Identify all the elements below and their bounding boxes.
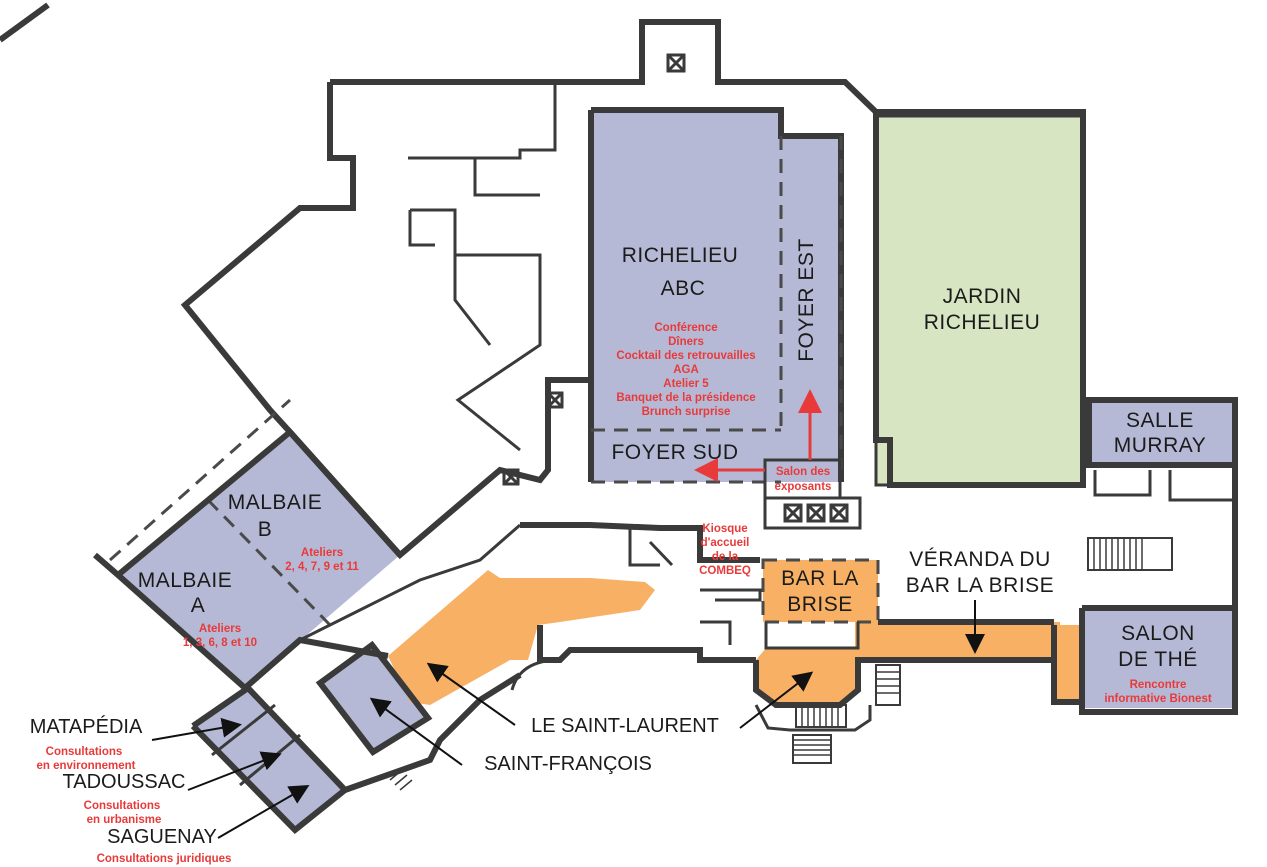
malbaie-divider bbox=[206, 498, 332, 627]
salle-murray-label-1: SALLE bbox=[1126, 409, 1194, 432]
arrow-tadoussac bbox=[187, 751, 282, 791]
curved-stair bbox=[510, 658, 561, 691]
jardin-richelieu-room[interactable] bbox=[874, 114, 1085, 487]
foyer-sud-label: FOYER SUD bbox=[611, 441, 738, 464]
service-wall2 bbox=[700, 620, 732, 645]
kiosque-line bbox=[648, 540, 674, 567]
activity-item: Brunch surprise bbox=[642, 406, 731, 418]
arrow-bar-la-brise bbox=[739, 671, 814, 729]
richelieu-label-2: ABC bbox=[661, 277, 706, 300]
malbaie-a-label-2: A bbox=[191, 594, 206, 617]
salon-de-the-room[interactable] bbox=[1082, 608, 1232, 708]
bar-la-brise-label-2: BRISE bbox=[787, 593, 853, 616]
salon-the-activity-2: informative Bionest bbox=[1104, 693, 1212, 705]
jardin-label-2: RICHELIEU bbox=[924, 311, 1041, 334]
richelieu-label-1: RICHELIEU bbox=[622, 244, 739, 267]
murray-wall bbox=[1086, 403, 1232, 468]
jardin-label-1: JARDIN bbox=[943, 285, 1022, 308]
bar-la-brise-label-1: BAR LA bbox=[781, 567, 859, 590]
malbaie-a-activity-1: Ateliers bbox=[199, 623, 241, 635]
tadoussac-activity-2: en urbanisme bbox=[87, 814, 162, 826]
malbaie-b-label-1: MALBAIE bbox=[228, 491, 323, 514]
saint-francois-label: SAINT-FRANÇOIS bbox=[484, 753, 652, 775]
salon-exposants-label-2: exposants bbox=[775, 481, 832, 493]
inner-wall-5 bbox=[453, 255, 492, 346]
arrow-saguenay bbox=[217, 784, 310, 839]
saint-laurent-label: LE SAINT-LAURENT bbox=[531, 715, 719, 737]
le-saint-laurent-room[interactable] bbox=[388, 570, 655, 705]
lower-div-1 bbox=[211, 703, 276, 757]
arrow-saint-francois bbox=[369, 697, 463, 766]
tadoussac-activity-1: Consultations bbox=[84, 800, 161, 812]
matapedia-label: MATAPÉDIA bbox=[30, 715, 143, 738]
bar-la-brise-room[interactable] bbox=[763, 560, 878, 622]
salon-the-activity-1: Rencontre bbox=[1130, 679, 1187, 691]
kiosque-label: Kiosque d'accueil de la COMBEQ bbox=[699, 523, 751, 577]
malbaie-a-label-1: MALBAIE bbox=[138, 569, 233, 592]
malbaie-b-activity-2: 2, 4, 7, 9 et 11 bbox=[285, 561, 359, 573]
kiosque-line: d'accueil bbox=[701, 537, 750, 549]
activity-item: Cocktail des retrouvailles bbox=[616, 350, 755, 362]
bar-inner bbox=[764, 622, 860, 650]
left-corridor-dash bbox=[109, 398, 291, 562]
kiosque-line: de la bbox=[712, 551, 739, 563]
outer-wall-north bbox=[180, 82, 590, 560]
murray-sub bbox=[1093, 470, 1152, 497]
jardin-wall bbox=[873, 112, 1086, 488]
bar-la-brise-border bbox=[761, 558, 880, 624]
elevator-icons bbox=[502, 53, 849, 523]
kiosque-line: COMBEQ bbox=[699, 565, 751, 577]
veranda-label-2: BAR LA BRISE bbox=[906, 574, 1054, 597]
inner-wall-4 bbox=[408, 210, 435, 247]
saint-francois-wall bbox=[315, 640, 433, 756]
arrow-saint-laurent bbox=[426, 662, 516, 726]
stairs-east bbox=[1087, 537, 1173, 571]
salon-the-label-1: SALON bbox=[1121, 622, 1195, 645]
matapedia-activity-2: en environnement bbox=[36, 760, 135, 772]
matapedia-activity-1: Consultations bbox=[46, 746, 123, 758]
saguenay-label: SAGUENAY bbox=[107, 826, 217, 848]
left-wing-wall-2 bbox=[116, 427, 403, 578]
kiosque-wall bbox=[628, 528, 660, 567]
salon-the-label-2: DE THÉ bbox=[1118, 648, 1198, 671]
salon-exposants-label-1: Salon des bbox=[776, 466, 830, 478]
south-wall-curve bbox=[754, 704, 872, 732]
malbaie-b-activity-1: Ateliers bbox=[301, 547, 343, 559]
service-wall bbox=[700, 588, 762, 602]
salle-murray-room[interactable] bbox=[1089, 403, 1232, 465]
activity-item: Banquet de la présidence bbox=[616, 392, 755, 404]
saguenay-activity-1: Consultations juridiques bbox=[97, 853, 232, 865]
malbaie-room[interactable] bbox=[118, 432, 400, 688]
corridor-north-wall bbox=[520, 522, 760, 563]
veranda-corridor[interactable] bbox=[855, 622, 1060, 662]
inner-wall-2 bbox=[473, 158, 540, 197]
activity-item: AGA bbox=[673, 364, 699, 376]
malbaie-a-activity-2: 1, 3, 6, 8 et 10 bbox=[183, 637, 257, 649]
inner-wall-1 bbox=[408, 82, 557, 160]
richelieu-activities: Conférence Dîners Cocktail des retrouvai… bbox=[616, 322, 755, 418]
activity-item: Atelier 5 bbox=[663, 378, 709, 390]
richelieu-abc-room[interactable] bbox=[591, 110, 781, 430]
elevator-block bbox=[763, 496, 862, 530]
malbaie-b-label-2: B bbox=[258, 518, 273, 541]
inner-wall-3 bbox=[410, 208, 542, 452]
activity-item: Dîners bbox=[668, 336, 704, 348]
kiosque-line: Kiosque bbox=[702, 523, 747, 535]
activity-item: Conférence bbox=[654, 322, 717, 334]
foyer-est-label: FOYER EST bbox=[795, 238, 818, 362]
corridor-diag-thin bbox=[299, 523, 521, 642]
arrow-matapedia bbox=[151, 717, 242, 741]
foyer-sud-room[interactable] bbox=[591, 430, 781, 482]
veranda-end[interactable] bbox=[1056, 625, 1082, 700]
wall-stub bbox=[0, 2, 50, 43]
stairs-south bbox=[792, 664, 901, 764]
tadoussac-label: TADOUSSAC bbox=[63, 771, 186, 793]
veranda-label-1: VÉRANDA DU bbox=[909, 548, 1051, 571]
stairs-sw bbox=[389, 769, 413, 791]
corridor-south-wall bbox=[537, 625, 756, 663]
salle-murray-label-2: MURRAY bbox=[1114, 434, 1206, 457]
murray-sub2 bbox=[1168, 470, 1232, 502]
